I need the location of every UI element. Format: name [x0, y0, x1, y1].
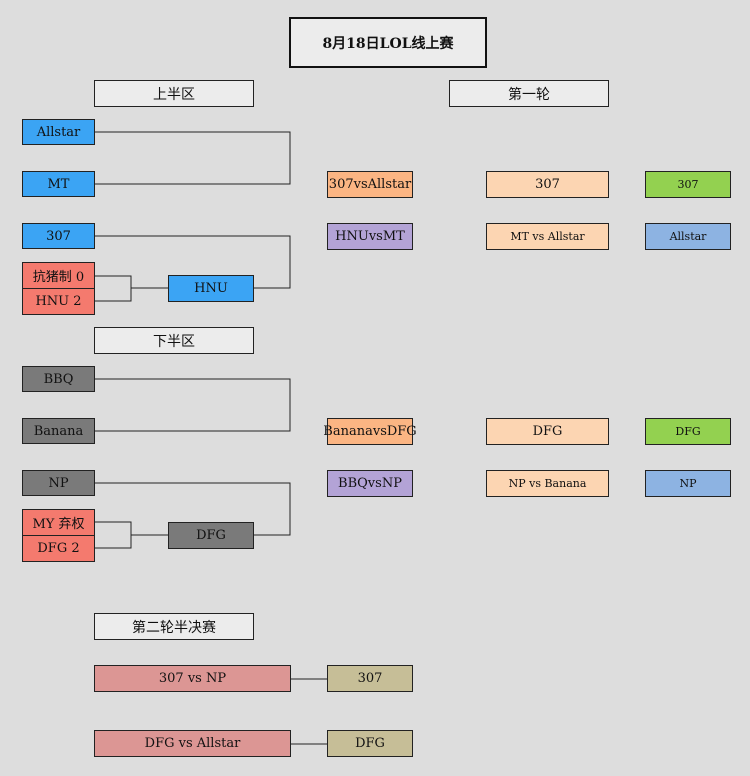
- match-307-vs-allstar: 307vsAllstar: [327, 171, 413, 198]
- match-hnu-vs-mt: HNUvsMT: [327, 223, 413, 250]
- advancer-dfg: DFG: [645, 418, 731, 445]
- playin-upper-bottom: HNU 2: [22, 288, 95, 315]
- semi-winner-dfg: DFG: [327, 730, 413, 757]
- round2-header: 第二轮半决赛: [94, 613, 254, 640]
- playin-lower-top: MY 弃权: [22, 509, 95, 536]
- team-np: NP: [22, 470, 95, 496]
- advancer-307: 307: [645, 171, 731, 198]
- semi-307-vs-np: 307 vs NP: [94, 665, 291, 692]
- team-mt: MT: [22, 171, 95, 197]
- team-bbq: BBQ: [22, 366, 95, 392]
- semi-dfg-vs-allstar: DFG vs Allstar: [94, 730, 291, 757]
- team-allstar: Allstar: [22, 119, 95, 145]
- result-mt-vs-allstar: MT vs Allstar: [486, 223, 609, 250]
- advancer-allstar: Allstar: [645, 223, 731, 250]
- playin-lower-winner: DFG: [168, 522, 254, 549]
- team-307: 307: [22, 223, 95, 249]
- advancer-np: NP: [645, 470, 731, 497]
- playin-upper-winner: HNU: [168, 275, 254, 302]
- semi-winner-307: 307: [327, 665, 413, 692]
- match-banana-vs-dfg: BananavsDFG: [323, 418, 417, 445]
- lower-bracket-header: 下半区: [94, 327, 254, 354]
- round1-header: 第一轮: [449, 80, 609, 107]
- team-banana: Banana: [22, 418, 95, 444]
- playin-upper-top: 抗猪制 0: [22, 262, 95, 289]
- result-dfg: DFG: [486, 418, 609, 445]
- upper-bracket-header: 上半区: [94, 80, 254, 107]
- match-bbq-vs-np: BBQvsNP: [327, 470, 413, 497]
- result-307: 307: [486, 171, 609, 198]
- page-title: 8月18日LOL线上赛: [289, 17, 487, 68]
- playin-lower-bottom: DFG 2: [22, 535, 95, 562]
- result-np-vs-banana: NP vs Banana: [486, 470, 609, 497]
